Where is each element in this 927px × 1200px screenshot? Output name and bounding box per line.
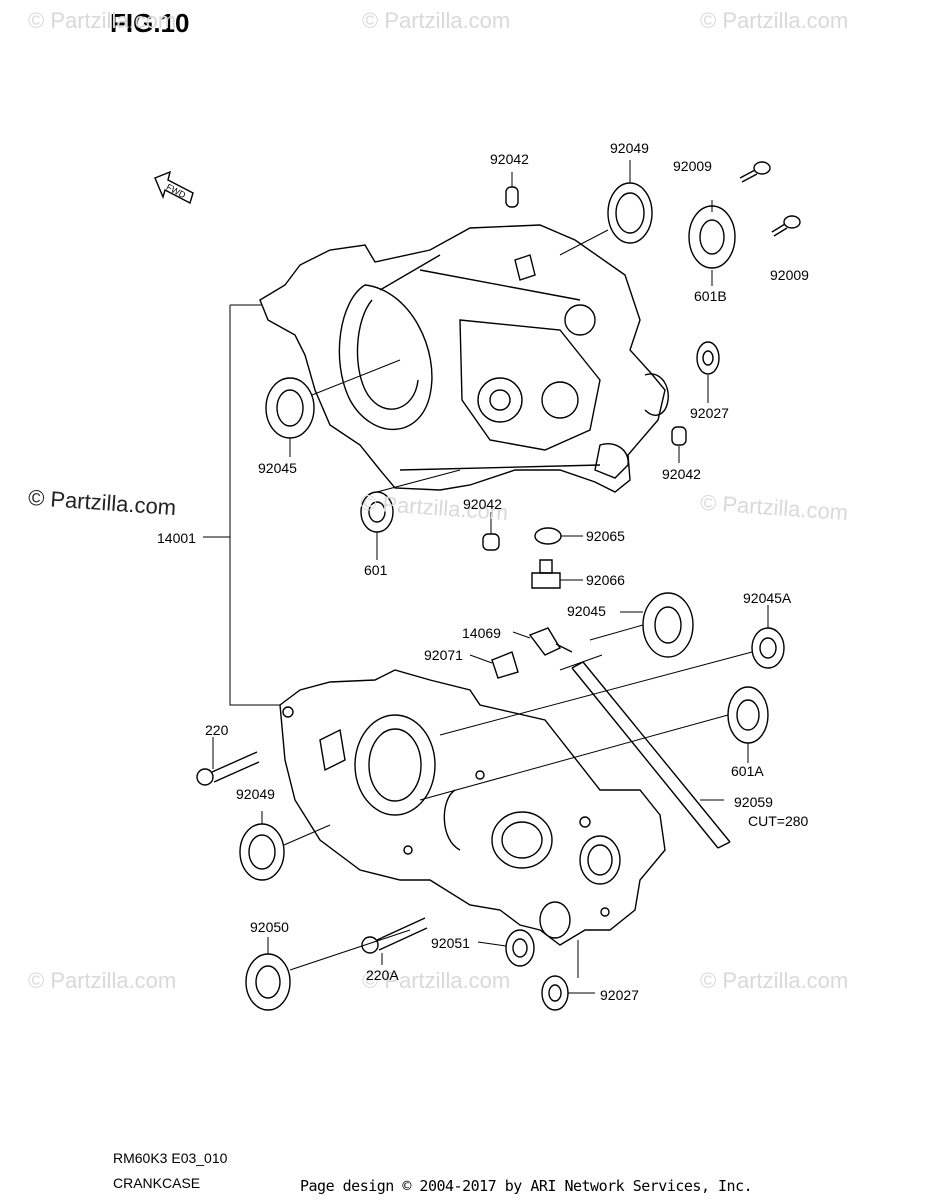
part-label-92042-c: 92042 <box>463 496 502 512</box>
clamp-92071 <box>491 651 519 679</box>
diagram-code: RM60K3 E03_010 <box>113 1150 228 1166</box>
part-label-220A: 220A <box>366 967 399 983</box>
leader-lines <box>203 160 769 994</box>
part-label-92049-low: 92049 <box>236 786 275 802</box>
hose-92059 <box>571 661 731 849</box>
watermark-bottom-right: © Partzilla.com <box>700 968 849 993</box>
spacer-92027-a <box>696 341 720 375</box>
part-label-92059: 92059 <box>734 794 773 810</box>
part-label-92009-a: 92009 <box>673 158 712 174</box>
watermark-top-left: © Partzilla.com <box>28 8 177 33</box>
upper-crankcase-half <box>259 224 669 493</box>
bolt-92009-a <box>739 161 771 183</box>
part-label-92065: 92065 <box>586 528 625 544</box>
page-credit: Page design © 2004-2017 by ARI Network S… <box>300 1177 753 1195</box>
fwd-arrow-icon <box>154 170 194 205</box>
part-label-601A: 601A <box>731 763 764 779</box>
part-label-92045A: 92045A <box>743 590 792 606</box>
watermark-top-right: © Partzilla.com <box>700 8 849 33</box>
plug-92066 <box>531 559 561 589</box>
part-label-92009-b: 92009 <box>770 267 809 283</box>
part-label-92050: 92050 <box>250 919 289 935</box>
part-label-220: 220 <box>205 722 229 738</box>
watermark-bottom-center: © Partzilla.com <box>362 968 511 993</box>
part-label-92071: 92071 <box>424 647 463 663</box>
part-label-14069: 14069 <box>462 625 501 641</box>
oil-seal-92049-top <box>607 182 653 244</box>
bearing-92045-left <box>265 377 315 439</box>
part-label-92027-a: 92027 <box>690 405 729 421</box>
bearing-92045A <box>751 627 785 669</box>
washer-92065 <box>534 527 562 545</box>
bolt-220A <box>361 917 428 954</box>
dowel-92042-a <box>505 186 519 208</box>
part-label-601: 601 <box>364 562 388 578</box>
oil-seal-92050 <box>245 953 291 1011</box>
part-label-92045-mid: 92045 <box>567 603 606 619</box>
part-label-92042-a: 92042 <box>490 151 529 167</box>
part-label-92042-b: 92042 <box>662 466 701 482</box>
part-label-601B: 601B <box>694 288 727 304</box>
bearing-601A <box>727 686 769 744</box>
part-label-92051: 92051 <box>431 935 470 951</box>
bearing-601B <box>688 205 736 269</box>
part-label-cut-length: CUT=280 <box>748 813 809 829</box>
part-label-92066: 92066 <box>586 572 625 588</box>
dowel-92042-b <box>671 426 687 446</box>
part-label-92027-b: 92027 <box>600 987 639 1003</box>
oil-seal-92049-low <box>239 823 285 881</box>
lower-crankcase-half <box>279 669 666 946</box>
fitting-14069 <box>528 627 573 656</box>
part-label-92049-top: 92049 <box>610 140 649 156</box>
bolt-220 <box>196 751 260 786</box>
figure-title: FIG.10 <box>110 8 190 38</box>
dowel-92042-c <box>482 533 500 551</box>
bolt-92009-b <box>771 215 801 237</box>
seal-92051 <box>505 929 535 967</box>
diagram-name: CRANKCASE <box>113 1175 201 1191</box>
watermark-top-center: © Partzilla.com <box>362 8 511 33</box>
spacer-92027-b <box>541 975 569 1011</box>
part-label-14001: 14001 <box>157 530 196 546</box>
bearing-92045-mid <box>642 592 694 658</box>
watermark-bottom-left: © Partzilla.com <box>28 968 177 993</box>
part-label-92045-left: 92045 <box>258 460 297 476</box>
